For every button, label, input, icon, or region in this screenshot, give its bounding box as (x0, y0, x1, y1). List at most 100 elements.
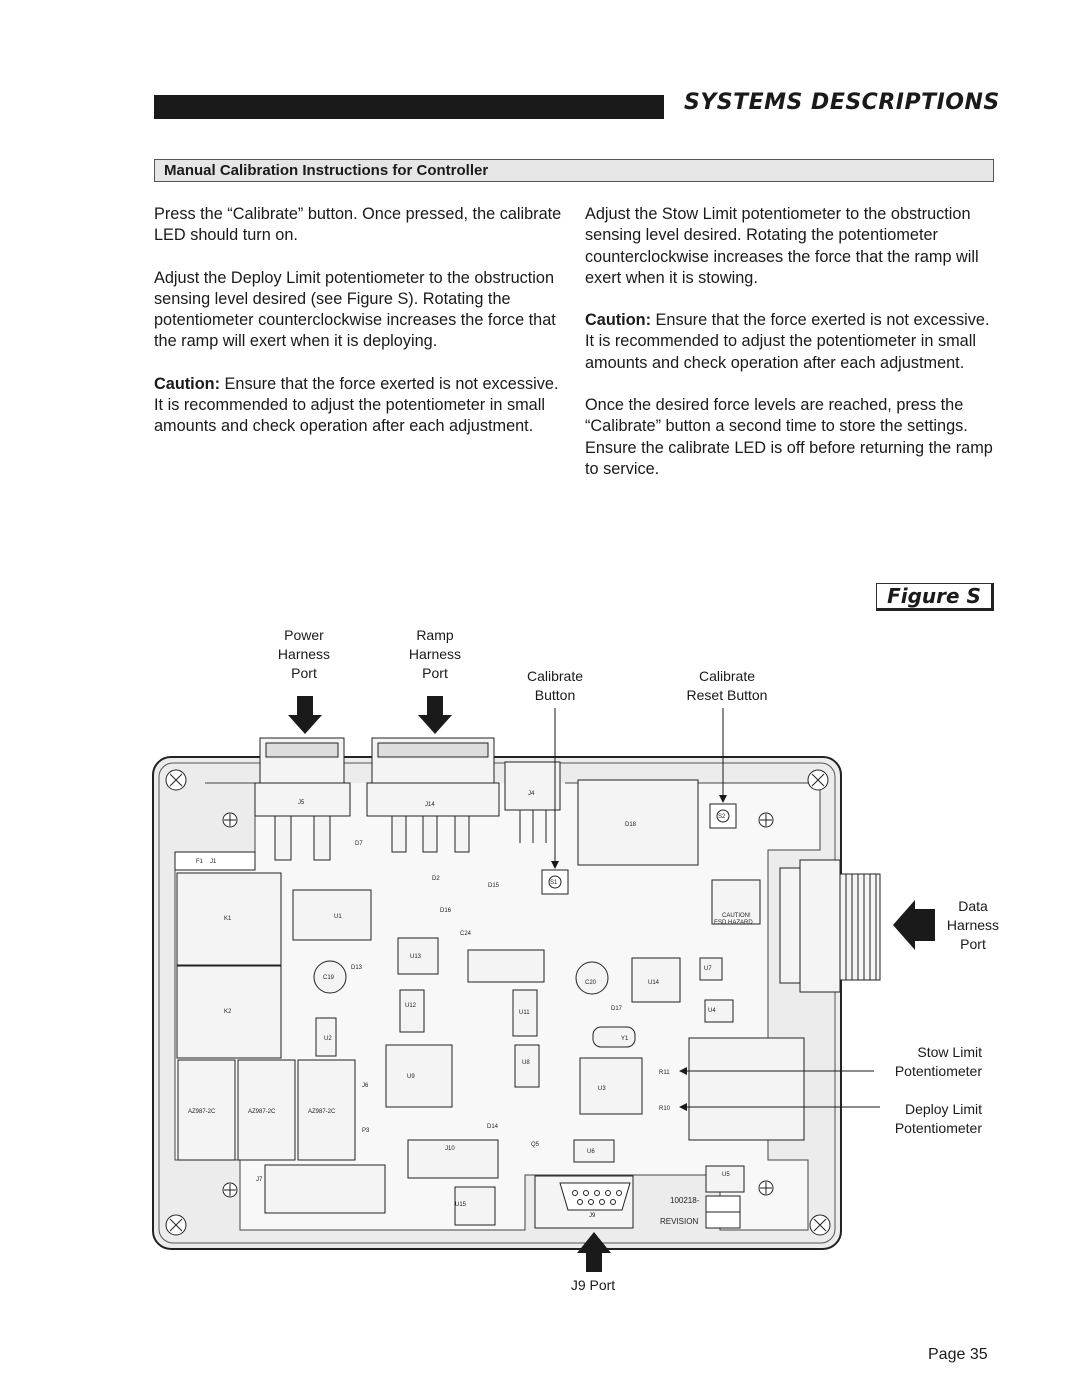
j9-port-connector (559, 1182, 631, 1211)
label-u12: U12 (405, 1003, 417, 1009)
label-u5: U5 (722, 1172, 730, 1178)
callout-line: Harness (277, 646, 331, 662)
label-s1: S1 (550, 880, 558, 886)
calibrate-button-callout: Calibrate Button (510, 667, 600, 705)
callout-line: Port (422, 665, 448, 681)
label-d14: D14 (487, 1124, 499, 1130)
caution-text: Ensure that the force exerted is not exc… (585, 311, 990, 372)
label-j14: J14 (425, 802, 435, 808)
calibrate-reset-callout: Calibrate Reset Button (672, 667, 782, 705)
label-j9: J9 (589, 1213, 596, 1219)
ramp-harness-callout: Ramp Harness Port (395, 626, 475, 683)
callout-line: Port (960, 936, 986, 952)
label-u9: U9 (407, 1074, 415, 1080)
capacitor-c19 (313, 960, 347, 994)
power-harness-connector (254, 737, 351, 861)
label-j6: J6 (362, 1083, 369, 1089)
left-column: Press the “Calibrate” button. Once press… (154, 204, 566, 459)
callout-line: Potentiometer (894, 1120, 982, 1136)
label-u6: U6 (587, 1149, 595, 1155)
label-p3: P3 (362, 1128, 370, 1134)
caution-paragraph: Caution: Ensure that the force exerted i… (154, 374, 566, 438)
label-u4: U4 (708, 1008, 716, 1014)
label-d18: D18 (625, 822, 637, 828)
stow-limit-callout: Stow Limit Potentiometer (860, 1043, 982, 1081)
label-r10: R10 (659, 1106, 671, 1112)
label-u1: U1 (334, 914, 342, 920)
calibrate-reset-button (709, 803, 737, 829)
label-relay: AZ987-2C (248, 1109, 276, 1115)
page-header-title: SYSTEMS DESCRIPTIONS (684, 90, 1000, 115)
label-d13: D13 (351, 965, 363, 971)
label-u8: U8 (522, 1060, 530, 1066)
j4-header (504, 761, 561, 843)
paragraph: Once the desired force levels are reache… (585, 396, 993, 478)
label-k2: K2 (224, 1009, 232, 1015)
label-esd-hazard: ESD HAZARD (714, 920, 753, 926)
label-j10: J10 (445, 1146, 455, 1152)
caution-label: Caution: (154, 374, 221, 393)
label-u15: U15 (455, 1202, 467, 1208)
capacitor-c20 (575, 961, 609, 995)
deploy-limit-callout: Deploy Limit Potentiometer (860, 1100, 982, 1138)
data-harness-connector (779, 859, 881, 993)
callout-line: Stow Limit (917, 1044, 982, 1060)
relay-az987 (297, 1059, 356, 1161)
label-k1: K1 (224, 916, 232, 922)
power-harness-callout: Power Harness Port (264, 626, 344, 683)
callout-line: Potentiometer (894, 1063, 982, 1079)
label-relay: AZ987-2C (308, 1109, 336, 1115)
label-s2: S2 (718, 814, 726, 820)
label-j5: J5 (298, 800, 305, 806)
relay-az987 (177, 1059, 236, 1161)
j9-port-callout: J9 Port (570, 1277, 616, 1293)
relay-az987 (237, 1059, 296, 1161)
header-bar (154, 95, 664, 119)
label-u13: U13 (410, 954, 422, 960)
label-part-number: 100218- (670, 1196, 700, 1205)
caution-text: Ensure that the force exerted is not exc… (154, 374, 559, 436)
revision-box (705, 1211, 741, 1229)
callout-line: Port (291, 665, 317, 681)
relay-k2 (176, 965, 282, 1059)
mounting-hole-icon (222, 812, 774, 1198)
part-number-box (705, 1195, 741, 1213)
callout-line: Calibrate (698, 668, 756, 684)
arrow-icon (288, 696, 935, 1272)
callout-line: Button (534, 687, 576, 703)
label-relay: AZ987-2C (188, 1109, 216, 1115)
section-title: Manual Calibration Instructions for Cont… (164, 162, 489, 179)
ramp-harness-connector (366, 737, 500, 853)
relay-k1 (176, 872, 282, 966)
label-c24: C24 (460, 931, 472, 937)
section-heading-box: Manual Calibration Instructions for Cont… (154, 159, 994, 182)
screw-icon (165, 769, 831, 1236)
label-u3: U3 (598, 1086, 606, 1092)
label-d17: D17 (611, 1006, 623, 1012)
label-f1: F1 (196, 859, 204, 865)
paragraph: Adjust the Stow Limit potentiometer to t… (585, 205, 979, 287)
fuse-holder (174, 851, 256, 871)
paragraph: Adjust the Deploy Limit potentiometer to… (154, 268, 556, 351)
label-u7: U7 (704, 966, 712, 972)
label-caution: CAUTION! (722, 913, 751, 919)
label-r11: R11 (659, 1070, 670, 1076)
label-c20: C20 (585, 980, 597, 986)
label-d7: D7 (355, 841, 363, 847)
u1-regulator (292, 889, 372, 941)
callout-line: Power (284, 627, 324, 643)
figure-label: Figure S (876, 583, 994, 611)
label-j7: J7 (256, 1177, 263, 1183)
callout-line: Calibrate (526, 668, 584, 684)
d18-block (577, 779, 699, 866)
page-number: Page 35 (928, 1346, 988, 1363)
label-u11: U11 (519, 1010, 530, 1016)
data-harness-callout: Data Harness Port (940, 897, 1006, 954)
callout-line: Data (958, 898, 988, 914)
label-j1: J1 (210, 859, 217, 865)
label-c19: C19 (323, 975, 335, 981)
caution-label: Caution: (585, 311, 652, 330)
leader-lines (551, 708, 880, 1111)
calibrate-button (541, 869, 569, 895)
